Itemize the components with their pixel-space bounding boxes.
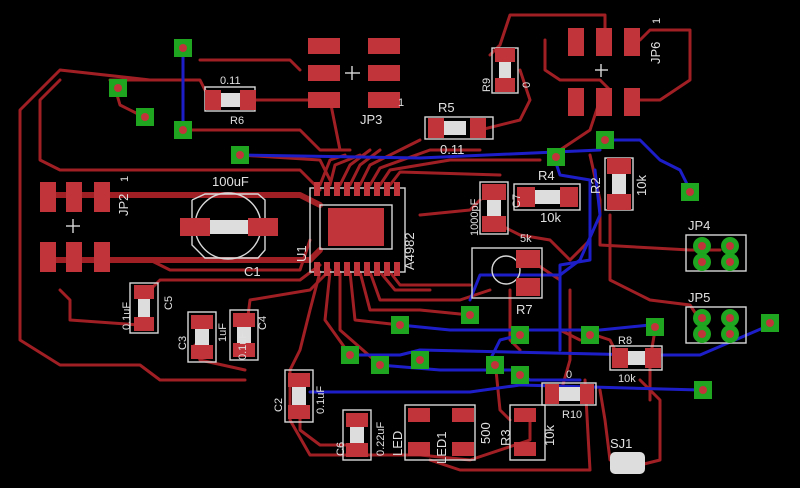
r8-label: R8 bbox=[618, 335, 632, 347]
c3-label: C3 bbox=[177, 336, 189, 350]
jp6-label: JP6 bbox=[648, 42, 663, 64]
vias bbox=[109, 39, 779, 399]
r9-label: R9 bbox=[481, 78, 493, 92]
c2-value-label: 0.1uF bbox=[315, 386, 327, 414]
via-hole bbox=[416, 356, 424, 364]
r5-value-label: 0.11 bbox=[440, 142, 464, 157]
via-hole bbox=[491, 361, 499, 369]
via-hole bbox=[686, 188, 694, 196]
via-hole bbox=[114, 84, 122, 92]
r3-value-label: 10k bbox=[542, 425, 557, 446]
smd-pads bbox=[40, 28, 661, 474]
r9-value-label: 0 bbox=[521, 82, 533, 88]
c6-label: C6 bbox=[335, 442, 347, 456]
jp3-pin-label: 1 bbox=[398, 97, 404, 109]
c5-label: C5 bbox=[163, 296, 175, 310]
via-hole bbox=[466, 311, 474, 319]
r8-value-label: 10k bbox=[618, 373, 636, 385]
r5-label: R5 bbox=[438, 100, 455, 115]
c2-label: C2 bbox=[273, 398, 285, 412]
jp6-pin-label: 1 bbox=[651, 18, 663, 24]
via-hole bbox=[346, 351, 354, 359]
c7-label: C7 bbox=[511, 194, 523, 208]
r7-value-label: 5k bbox=[520, 233, 532, 245]
via-hole bbox=[396, 321, 404, 329]
c5-value-label: 0.1uF bbox=[121, 302, 133, 330]
c7-value-label: 1000pF bbox=[469, 198, 481, 236]
jp2-pin-label: 1 bbox=[119, 176, 131, 182]
r6-value-label: 0.11 bbox=[220, 75, 241, 87]
r7-outline bbox=[491, 255, 521, 285]
via-hole bbox=[516, 371, 524, 379]
r3-label: R3 bbox=[498, 429, 513, 446]
c6-value-label: 0.22uF bbox=[375, 421, 387, 456]
r4-label: R4 bbox=[538, 168, 555, 183]
sj1-label: SJ1 bbox=[610, 436, 632, 451]
jp3-label: JP3 bbox=[360, 112, 382, 127]
c3-value-label: 1uF bbox=[217, 323, 229, 342]
via-hole bbox=[699, 386, 707, 394]
led1-label: LED1 bbox=[434, 431, 449, 464]
jp4-label: JP4 bbox=[688, 218, 710, 233]
through-hole-rings bbox=[693, 237, 739, 343]
via-hole bbox=[766, 319, 774, 327]
r7-label: R7 bbox=[516, 302, 533, 317]
led-label: LED bbox=[390, 431, 405, 456]
via-hole bbox=[179, 44, 187, 52]
u1-part-label: A4982 bbox=[402, 232, 417, 270]
via-hole bbox=[141, 113, 149, 121]
r2-value-label: 10k bbox=[634, 175, 649, 196]
r4-value-label: 10k bbox=[540, 210, 561, 225]
c1-value-label: 100uF bbox=[212, 174, 249, 189]
r10-value-label: 0 bbox=[566, 369, 572, 381]
r10-label: R10 bbox=[562, 409, 582, 421]
via-hole bbox=[601, 136, 609, 144]
via-hole bbox=[552, 153, 560, 161]
u1-label: U1 bbox=[294, 245, 309, 262]
via-hole bbox=[516, 331, 524, 339]
c4-label: C4 bbox=[257, 316, 269, 330]
via-hole bbox=[376, 361, 384, 369]
r2-label: R2 bbox=[588, 177, 603, 194]
via-hole bbox=[586, 331, 594, 339]
via-hole bbox=[236, 151, 244, 159]
c4-value-label: 0.1uF bbox=[237, 332, 249, 360]
silkscreen-labels: 0.11 R6 R9 0 JP3 1 R5 0.11 JP6 1 JP2 1 1… bbox=[116, 18, 710, 464]
c1-label: C1 bbox=[244, 264, 261, 279]
via-hole bbox=[179, 126, 187, 134]
jp5-label: JP5 bbox=[688, 290, 710, 305]
r6-label: R6 bbox=[230, 115, 244, 127]
sj1-pad bbox=[610, 452, 645, 474]
jp2-label: JP2 bbox=[116, 194, 131, 216]
via-hole bbox=[651, 323, 659, 331]
r1-value-label: 500 bbox=[478, 422, 493, 444]
